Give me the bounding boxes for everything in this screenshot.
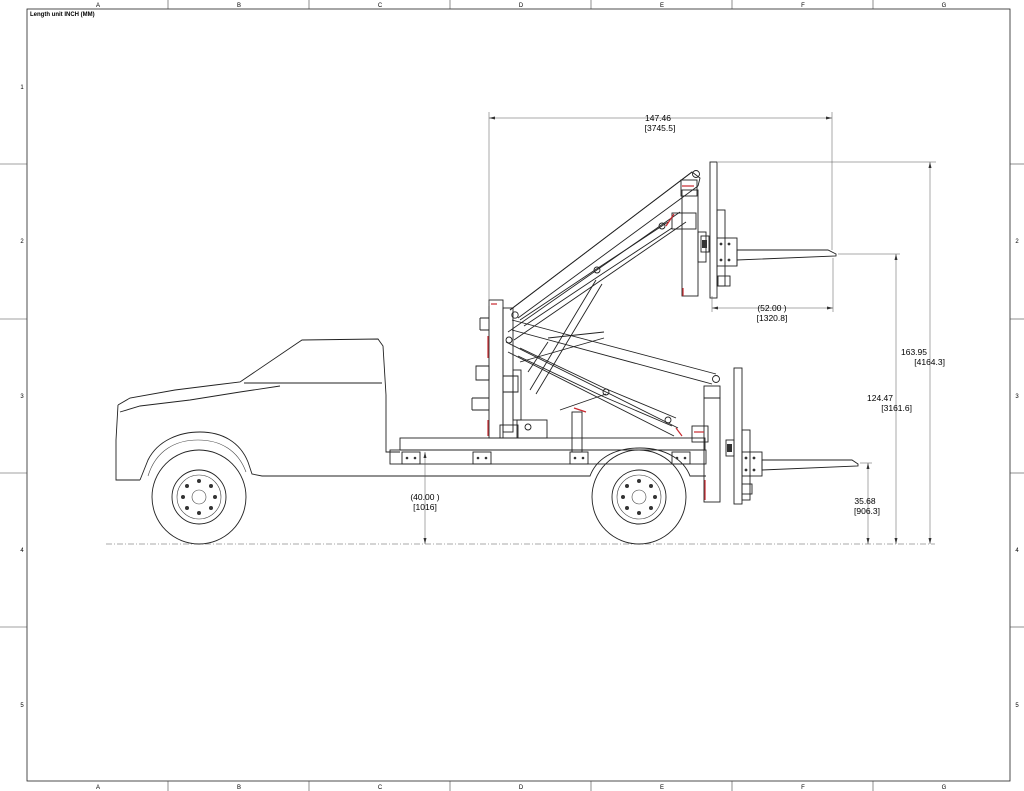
drawing-border	[26, 8, 1011, 782]
zone-numbers-left: 1 2 3 4 5	[20, 85, 24, 709]
zone-number-4: 4	[20, 548, 24, 554]
dim-lower-fork-height-inch: 35.68	[854, 496, 876, 506]
dim-max-height-inch: 163.95	[901, 347, 927, 357]
zone-number-3: 3	[20, 394, 24, 400]
zone-letter-e-bottom: E	[660, 785, 664, 791]
dim-frame-height-inch: (40.00 )	[410, 492, 439, 502]
zone-number-5-right: 5	[1015, 703, 1019, 709]
zone-letter-a-bottom: A	[96, 785, 100, 791]
zone-number-3-right: 3	[1015, 394, 1019, 400]
zone-number-4-right: 4	[1015, 548, 1019, 554]
zone-numbers-right: 2 3 4 5	[1015, 239, 1019, 709]
dimension-labels: 147.46 [3745.5] (52.00 ) [1320.8] 163.95…	[410, 113, 945, 516]
zone-letters-top: A B C D E F G	[96, 3, 947, 9]
zone-letter-c-bottom: C	[378, 785, 383, 791]
dim-fork-length-mm: [1320.8]	[757, 313, 788, 323]
zone-letter-f-bottom: F	[801, 785, 805, 791]
zone-letter-d: D	[519, 3, 524, 9]
rear-wheel	[591, 449, 687, 545]
zone-number-2-right: 2	[1015, 239, 1019, 245]
front-wheel	[151, 449, 247, 545]
zone-letter-a: A	[96, 3, 100, 9]
dimension-lines	[423, 112, 936, 544]
dim-upper-fork-height-mm: [3161.6]	[881, 403, 912, 413]
zone-letter-g-bottom: G	[942, 785, 947, 791]
dim-frame-height-mm: [1016]	[413, 502, 437, 512]
zone-letter-g: G	[942, 3, 947, 9]
truck-outline	[115, 338, 707, 481]
dim-fork-length-inch: (52.00 )	[757, 303, 786, 313]
zone-letter-f: F	[801, 3, 805, 9]
dim-overall-reach-inch: 147.46	[645, 113, 671, 123]
mast-assembly	[471, 299, 548, 439]
upper-boom	[507, 161, 837, 395]
dim-lower-fork-height-mm: [906.3]	[854, 506, 880, 516]
lower-boom	[505, 319, 859, 505]
zone-number-2: 2	[20, 239, 24, 245]
dim-overall-reach-mm: [3745.5]	[645, 123, 676, 133]
zone-letter-b: B	[237, 3, 241, 9]
zone-letters-bottom: A B C D E F G	[96, 785, 947, 791]
zone-number-1: 1	[20, 85, 24, 91]
zone-letter-e: E	[660, 3, 664, 9]
dim-upper-fork-height-inch: 124.47	[867, 393, 893, 403]
dim-max-height-mm: [4164.3]	[914, 357, 945, 367]
units-note: Length unit INCH (MM)	[30, 12, 95, 18]
zone-letter-d-bottom: D	[519, 785, 524, 791]
zone-letter-b-bottom: B	[237, 785, 241, 791]
zone-number-5: 5	[20, 703, 24, 709]
zone-letter-c: C	[378, 3, 383, 9]
